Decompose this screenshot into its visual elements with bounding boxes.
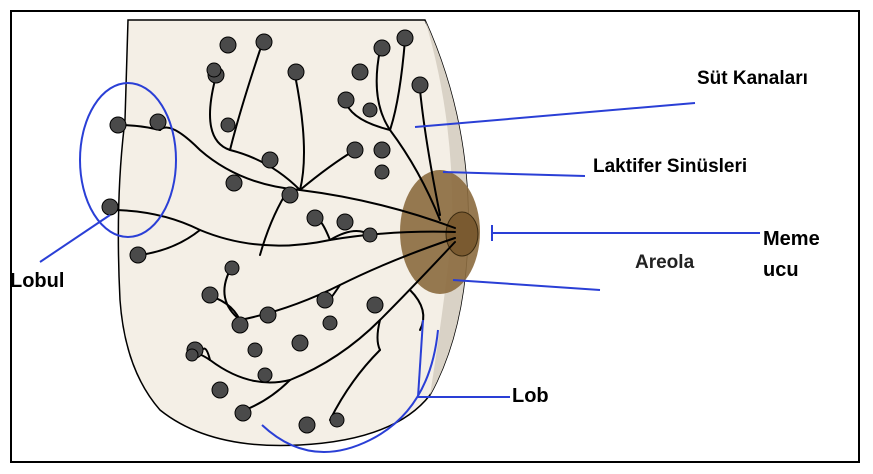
lobul-leader	[40, 215, 110, 262]
label-areola: Areola	[635, 252, 694, 274]
areola-leader	[453, 280, 600, 290]
label-lobul: Lobul	[10, 270, 64, 292]
label-lob: Lob	[512, 385, 549, 407]
label-laktifer-sinusleri: Laktifer Sinüsleri	[593, 156, 747, 178]
label-meme: Meme	[763, 228, 820, 250]
nipple-shape	[446, 212, 478, 256]
label-ucu: ucu	[763, 259, 799, 281]
label-sut-kanallari: Süt Kanaları	[697, 68, 808, 90]
